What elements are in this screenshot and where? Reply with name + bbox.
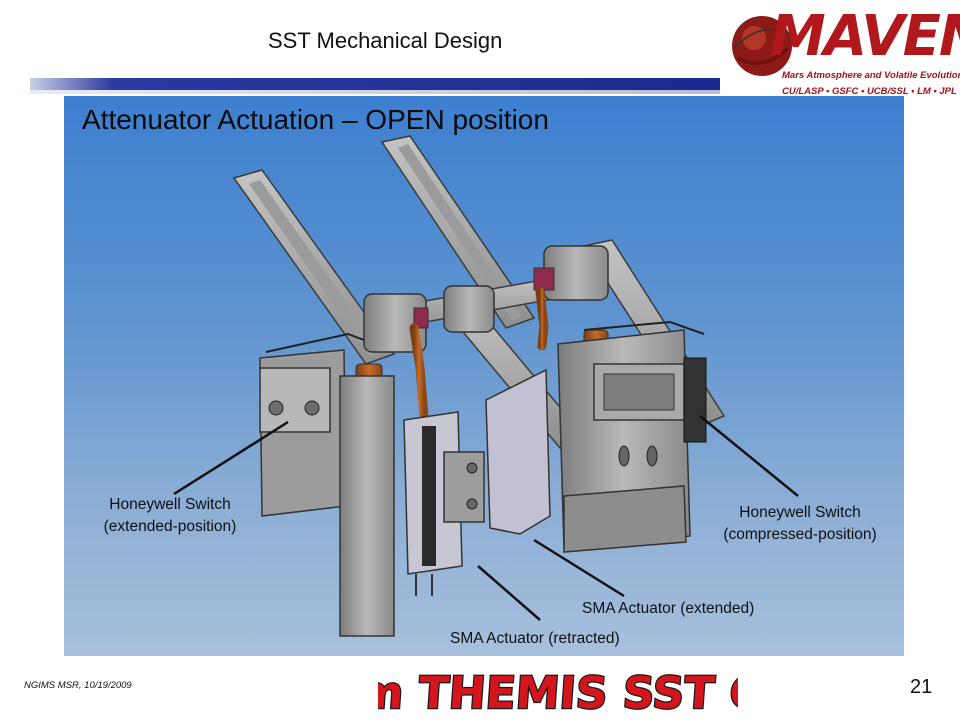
callout-switch-left: Honeywell Switch (extended-position) <box>72 494 268 538</box>
coupler-left <box>413 307 429 329</box>
sma-actuator-retracted-body <box>403 411 485 596</box>
left-attenuator-arm <box>232 169 396 365</box>
logo-subtitle: Mars Atmosphere and Volatile Evolution M… <box>782 70 960 81</box>
coupler-right <box>533 267 555 291</box>
logo-partners: CU/LASP • GSFC • UCB/SSL • LM • JPL <box>782 86 957 97</box>
left-switch-block <box>259 332 395 637</box>
logo-wordmark: MAVEN <box>770 4 960 69</box>
mechanism-illustration <box>173 135 799 637</box>
callout-sma-extended: SMA Actuator (extended) <box>582 600 755 617</box>
from-themis-stamp: From THEMIS SST CDR <box>378 667 738 720</box>
callout-switch-left-line1: Honeywell Switch <box>109 496 231 513</box>
callout-switch-right-line1: Honeywell Switch <box>739 504 861 521</box>
stamp-text: From THEMIS SST CDR <box>378 668 738 719</box>
slide-title: Attenuator Actuation – OPEN position <box>82 104 549 135</box>
footer-meeting-date: NGIMS MSR, 10/19/2009 <box>24 680 132 691</box>
honeywell-switch-left <box>259 367 331 433</box>
right-attenuator-arm <box>380 135 536 329</box>
attenuator-cad-figure <box>64 96 904 656</box>
header-divider-bar <box>30 78 720 90</box>
left-mount-post <box>339 375 395 637</box>
hub-center <box>443 285 495 333</box>
callout-switch-right: Honeywell Switch (compressed-position) <box>700 502 900 546</box>
right-switch-block <box>557 320 707 553</box>
leader-switch-left <box>173 420 289 496</box>
sma-wire-right <box>535 287 549 351</box>
maven-logo <box>732 16 795 76</box>
leader-sma-extended <box>533 538 625 598</box>
header-title: SST Mechanical Design <box>268 28 503 53</box>
sma-actuator-extended-body <box>485 368 551 535</box>
page-number: 21 <box>910 676 933 698</box>
callout-switch-left-line2: (extended-position) <box>103 518 237 535</box>
header-divider-shadow <box>30 90 720 94</box>
callout-switch-right-line2: (compressed-position) <box>723 526 877 543</box>
sma-wire-left <box>409 323 429 421</box>
callout-sma-retracted: SMA Actuator (retracted) <box>450 630 620 647</box>
leader-sma-retracted <box>477 565 541 621</box>
leader-switch-right <box>699 415 799 497</box>
honeywell-switch-right <box>683 357 707 443</box>
